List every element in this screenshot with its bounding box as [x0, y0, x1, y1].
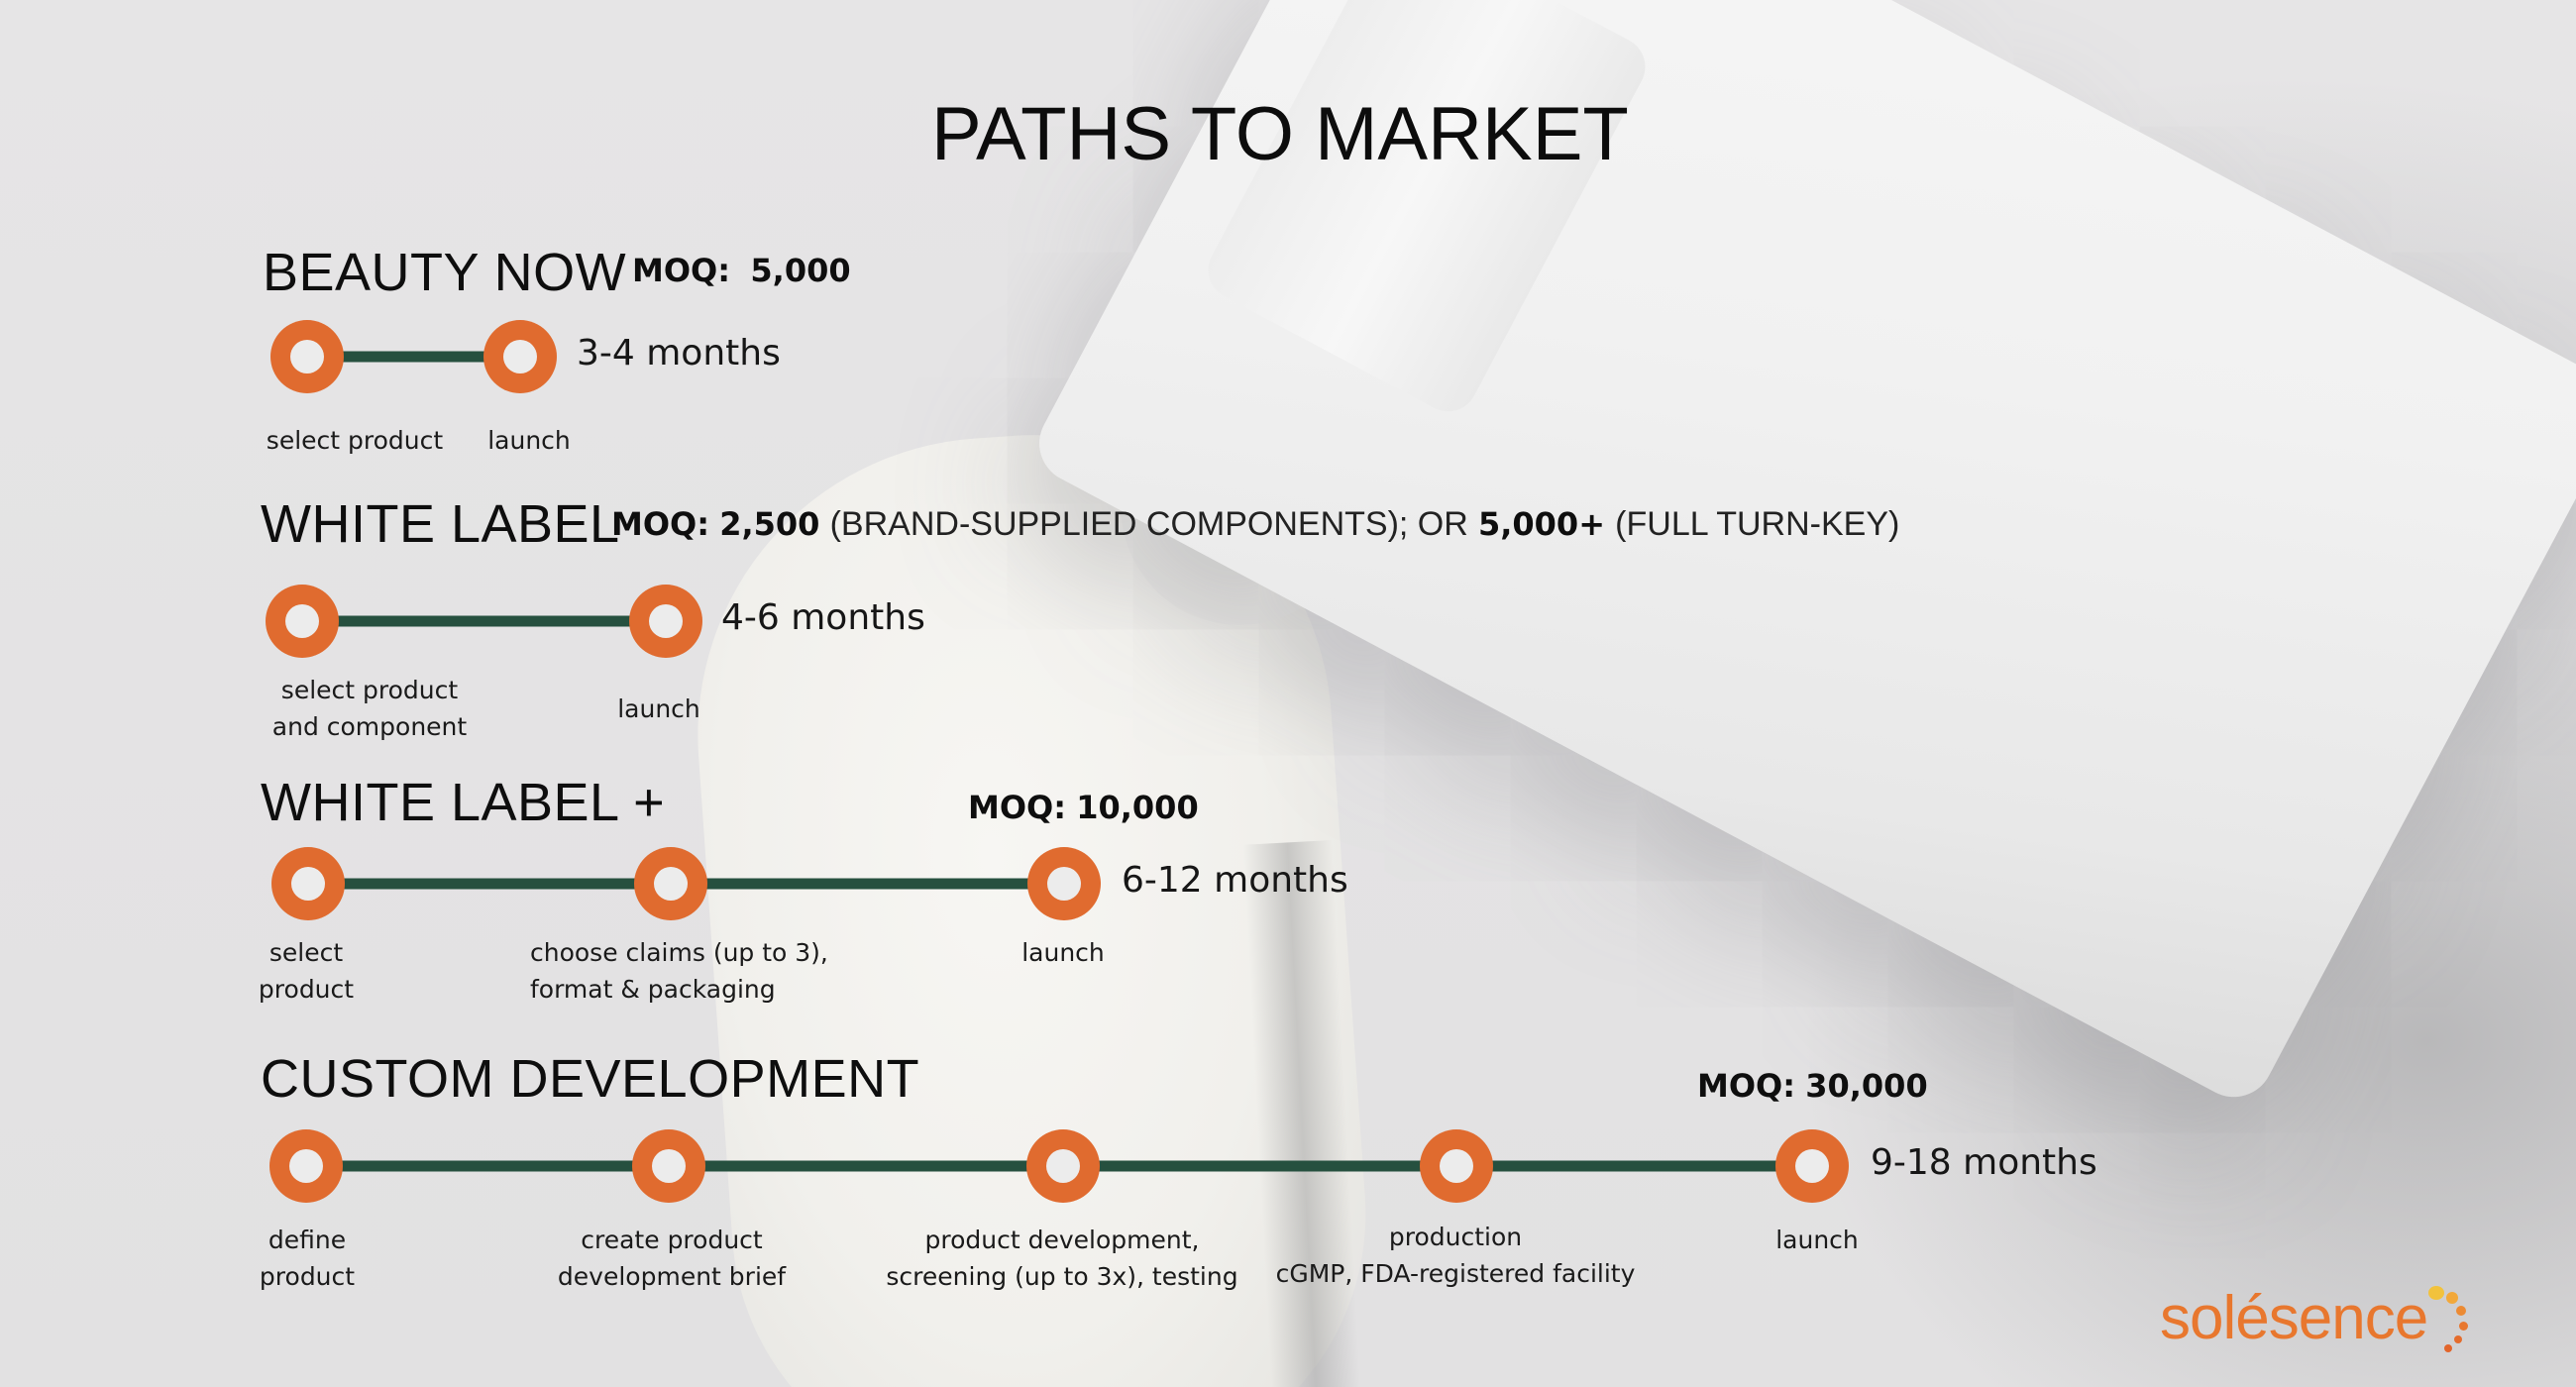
step-label-line: and component — [271, 712, 468, 741]
step-label: launch — [617, 691, 700, 727]
moq-value-alt: 5,000+ — [1477, 505, 1605, 543]
brand-logo: solésence — [2160, 1278, 2474, 1357]
step-label-line: product — [258, 975, 355, 1004]
moq-note: (FULL TURN-KEY) — [1615, 505, 1900, 543]
moq-label: MOQ: 2,500 (BRAND-SUPPLIED COMPONENTS); … — [611, 505, 1899, 544]
moq-value: 5,000 — [750, 252, 851, 289]
sun-dots-icon — [2424, 1278, 2474, 1357]
moq-prefix: MOQ: — [1697, 1067, 1796, 1105]
timeline-connector — [307, 351, 520, 363]
duration-label: 6-12 months — [1122, 860, 1348, 901]
duration-label: 4-6 months — [721, 597, 925, 638]
step-label: production cGMP, FDA-registered facility — [1276, 1219, 1636, 1292]
step-node-icon — [1026, 1129, 1100, 1203]
step-node-icon — [1775, 1129, 1849, 1203]
step-node-icon — [629, 585, 702, 658]
step-label-line: select product — [280, 676, 459, 704]
step-label-line: development brief — [557, 1262, 787, 1291]
step-label: select product — [267, 422, 443, 459]
step-label-line: select — [268, 938, 344, 967]
step-label-line: screening (up to 3x), testing — [886, 1262, 1238, 1291]
moq-value: 2,500 — [719, 505, 820, 543]
step-label-line: choose claims (up to 3), — [530, 938, 828, 967]
step-label-line: create product — [581, 1226, 763, 1254]
step-node-icon — [271, 847, 345, 920]
step-label-line: launch — [1775, 1226, 1859, 1254]
moq-label: MOQ: 30,000 — [1697, 1067, 1928, 1105]
step-node-icon — [1027, 847, 1101, 920]
step-label-line: production — [1388, 1223, 1523, 1251]
moq-note: (BRAND-SUPPLIED COMPONENTS); OR — [829, 505, 1468, 543]
section-title: BEAUTY NOW — [263, 243, 627, 302]
step-label: launch — [1775, 1222, 1859, 1258]
section-title: WHITE LABEL — [261, 494, 620, 554]
step-label: define product — [260, 1222, 355, 1295]
step-label: product development, screening (up to 3x… — [886, 1222, 1237, 1295]
step-node-icon — [634, 847, 707, 920]
step-label: launch — [487, 422, 571, 459]
moq-value: 10,000 — [1076, 789, 1199, 826]
step-label-line: product — [259, 1262, 356, 1291]
step-label-line: launch — [487, 426, 571, 455]
step-label-line: product development, — [924, 1226, 1200, 1254]
moq-prefix: MOQ: — [968, 789, 1067, 826]
step-label-line: launch — [1021, 938, 1105, 967]
moq-prefix: MOQ: — [611, 505, 710, 543]
step-label-line: format & packaging — [530, 975, 776, 1004]
step-node-icon — [483, 320, 557, 393]
step-label-line: launch — [617, 694, 700, 723]
step-label-line: cGMP, FDA-registered facility — [1275, 1259, 1636, 1288]
page-title: PATHS TO MARKET — [931, 92, 1629, 176]
step-node-icon — [1420, 1129, 1493, 1203]
duration-label: 3-4 months — [577, 333, 781, 373]
duration-label: 9-18 months — [1871, 1142, 2097, 1183]
step-label: select product and component — [272, 672, 467, 745]
timeline-connector — [302, 615, 666, 627]
section-title: CUSTOM DEVELOPMENT — [261, 1049, 920, 1109]
step-node-icon — [270, 320, 344, 393]
moq-label: MOQ: 10,000 — [968, 789, 1199, 826]
step-label-line: select product — [266, 426, 444, 455]
step-node-icon — [266, 585, 339, 658]
section-title: WHITE LABEL + — [261, 773, 666, 832]
step-label: select product — [259, 934, 354, 1008]
logo-wordmark: solésence — [2160, 1283, 2428, 1352]
moq-label: MOQ: 5,000 — [632, 252, 851, 289]
step-label: create product development brief — [558, 1222, 786, 1295]
step-node-icon — [269, 1129, 343, 1203]
moq-value: 30,000 — [1805, 1067, 1928, 1105]
moq-prefix: MOQ: — [632, 252, 731, 289]
step-label: choose claims (up to 3), format & packag… — [530, 934, 828, 1008]
step-label: launch — [1021, 934, 1105, 971]
step-label-line: define — [268, 1226, 347, 1254]
step-node-icon — [632, 1129, 705, 1203]
